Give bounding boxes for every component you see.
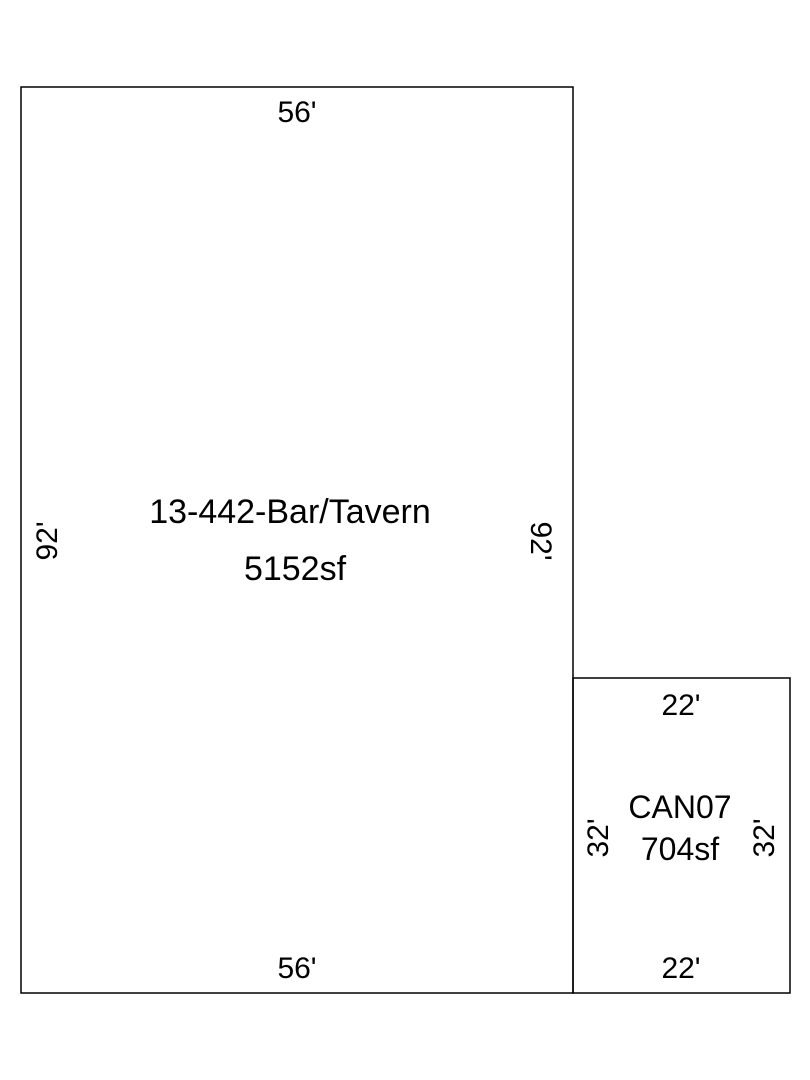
canopy-top-dimension: 22' [661, 689, 700, 722]
main-bottom-dimension: 56' [277, 952, 316, 985]
canopy-area-outline [572, 677, 791, 994]
main-left-dimension: 92' [31, 521, 64, 560]
canopy-area: 22' 22' 32' 32' CAN07 704sf [572, 677, 791, 994]
canopy-area-label: CAN07 [628, 789, 731, 825]
main-top-dimension: 56' [277, 96, 316, 129]
main-right-dimension: 92' [524, 521, 557, 560]
canopy-area-size: 704sf [641, 831, 719, 867]
canopy-left-dimension: 32' [582, 818, 615, 857]
canopy-bottom-dimension: 22' [661, 952, 700, 985]
main-area: 56' 56' 92' 92' 13-442-Bar/Tavern 5152sf [20, 86, 574, 994]
main-area-size: 5152sf [244, 550, 347, 588]
main-area-label: 13-442-Bar/Tavern [149, 493, 431, 531]
canopy-right-dimension: 32' [748, 818, 781, 857]
main-area-outline [20, 86, 574, 994]
